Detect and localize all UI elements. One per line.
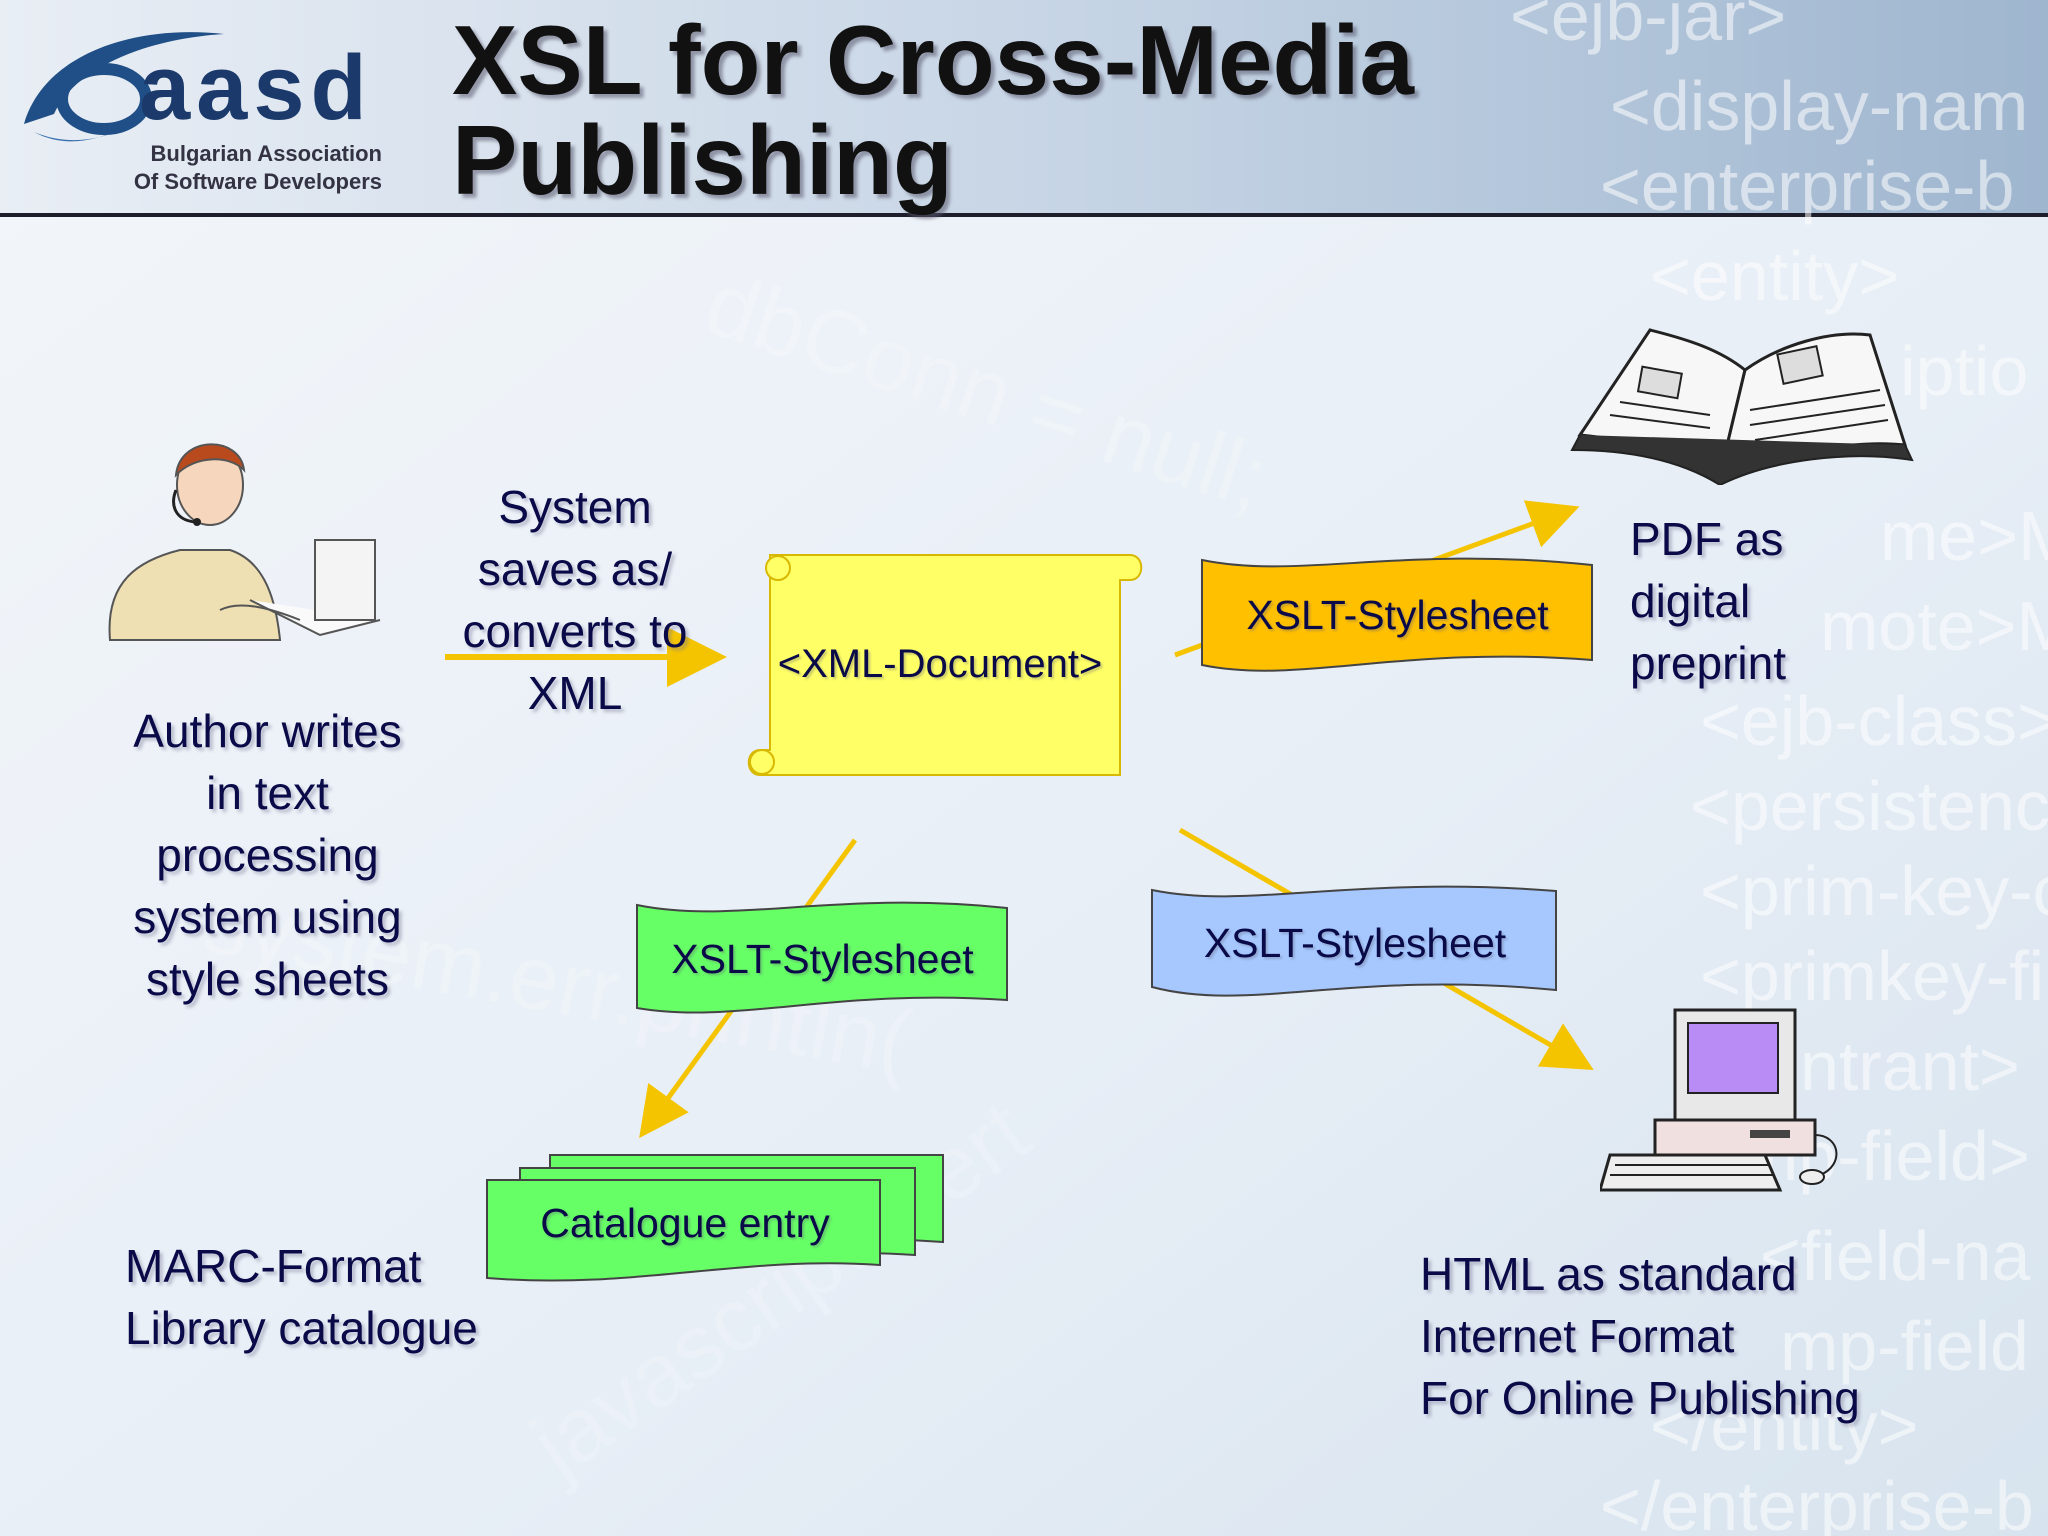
svg-text:<ejb-jar>: <ejb-jar> — [1510, 0, 1786, 55]
logo-line-2: Of Software Developers — [133, 169, 382, 194]
svg-text:iptio: iptio — [1900, 332, 2028, 410]
marc-label: MARC-Format Library catalogue — [125, 1240, 478, 1354]
svg-text:<field-na: <field-na — [1760, 1217, 2031, 1295]
stylesheet-html-label: XSLT-Stylesheet — [1203, 920, 1507, 966]
svg-text:</entity>: </entity> — [1650, 1387, 1919, 1465]
svg-text:me>Ma: me>Ma — [1880, 497, 2048, 575]
svg-text:<prim-key-c: <prim-key-c — [1700, 852, 2048, 930]
xml-document-label: <XML-Document> — [777, 642, 1103, 686]
aasd-logo: aasd — [24, 32, 373, 142]
svg-text:mp-field: mp-field — [1780, 1307, 2029, 1385]
svg-text:</enterprise-b: </enterprise-b — [1600, 1467, 2034, 1536]
slide-title: XSL for Cross-Media Publishing — [452, 5, 1415, 215]
svg-text:<ejb-class>: <ejb-class> — [1700, 682, 2048, 760]
svg-text:<enterprise-b: <enterprise-b — [1600, 147, 2014, 225]
author-label: Author writes in text processing system … — [133, 705, 402, 1005]
svg-text:<persistenc: <persistenc — [1690, 767, 2048, 845]
stylesheet-html-banner — [1151, 885, 1557, 997]
computer-icon — [1600, 1008, 1838, 1192]
book-icon — [1570, 328, 1914, 485]
svg-text:<display-nam: <display-nam — [1610, 67, 2028, 145]
convert-label: System saves as/ converts to XML — [462, 481, 688, 719]
xml-document-scroll — [747, 554, 1143, 776]
logo-subtitle: Bulgarian Association Of Software Develo… — [90, 140, 382, 196]
logo-line-1: Bulgarian Association — [150, 141, 382, 166]
svg-text:<entity>: <entity> — [1650, 237, 1899, 315]
catalogue-entry-label: Catalogue entry — [540, 1200, 830, 1246]
html-label: HTML as standard Internet Format For Onl… — [1420, 1248, 1860, 1424]
stylesheet-pdf-label: XSLT-Stylesheet — [1246, 592, 1549, 638]
catalogue-entry-stack — [486, 1154, 944, 1282]
svg-text:ntrant>: ntrant> — [1800, 1027, 2020, 1105]
svg-text:aasd: aasd — [139, 37, 373, 139]
stylesheet-catalogue-label: XSLT-Stylesheet — [671, 936, 974, 982]
stylesheet-catalogue-banner — [636, 901, 1008, 1014]
author-icon — [108, 443, 381, 641]
pdf-label: PDF as digital preprint — [1630, 513, 1786, 689]
svg-text:<primkey-fi: <primkey-fi — [1700, 937, 2044, 1015]
svg-text:mote>M: mote>M — [1820, 587, 2048, 665]
stylesheet-pdf-banner — [1201, 557, 1593, 672]
